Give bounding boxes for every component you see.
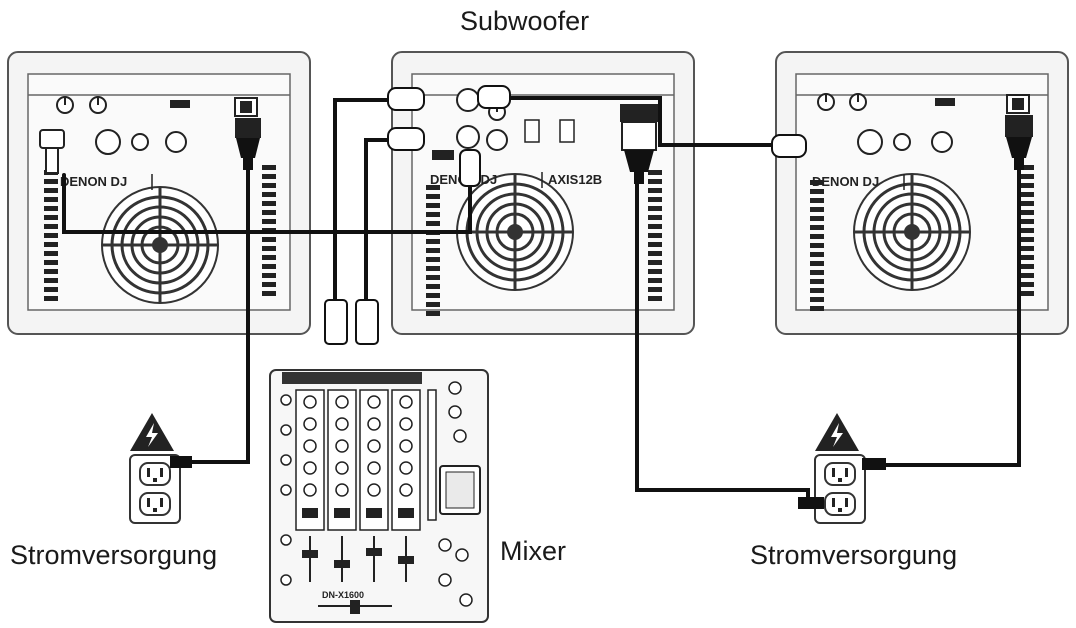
fan-grille-icon (100, 185, 220, 305)
cable-sub-to-right-speaker (483, 96, 787, 147)
high-voltage-warning-icon (815, 413, 859, 451)
power-supply-left-label: Stromversorgung (10, 540, 218, 570)
subwoofer-label: Subwoofer (460, 6, 590, 36)
signal-cables (62, 96, 1021, 507)
power-outlet-icon (814, 454, 866, 524)
right-speaker: DENON DJ (775, 51, 1069, 335)
dj-mixer: DN-X1600 (269, 369, 489, 623)
cable-right-power (878, 168, 1021, 467)
right-fan-grille-icon (852, 172, 972, 292)
left-power-outlet (129, 413, 192, 524)
mixer-label: Mixer (500, 536, 566, 566)
center-model-label: AXIS12B (548, 172, 602, 187)
subwoofer-unit: DENON DJ AXIS12B (391, 51, 695, 335)
right-power-outlet (798, 413, 886, 524)
cable-left-power (183, 168, 250, 464)
left-speaker: DENON DJ (7, 51, 311, 335)
power-supply-right-label: Stromversorgung (750, 540, 958, 570)
left-brand-logo: DENON DJ (60, 174, 127, 189)
subwoofer-fan-grille-icon (455, 172, 575, 292)
high-voltage-warning-icon (130, 413, 174, 451)
mixer-model-label: DN-X1600 (322, 590, 364, 600)
cable-sub-to-left-speaker (62, 158, 472, 234)
right-brand-logo: DENON DJ (812, 174, 879, 189)
xlr-connectors (324, 85, 807, 345)
